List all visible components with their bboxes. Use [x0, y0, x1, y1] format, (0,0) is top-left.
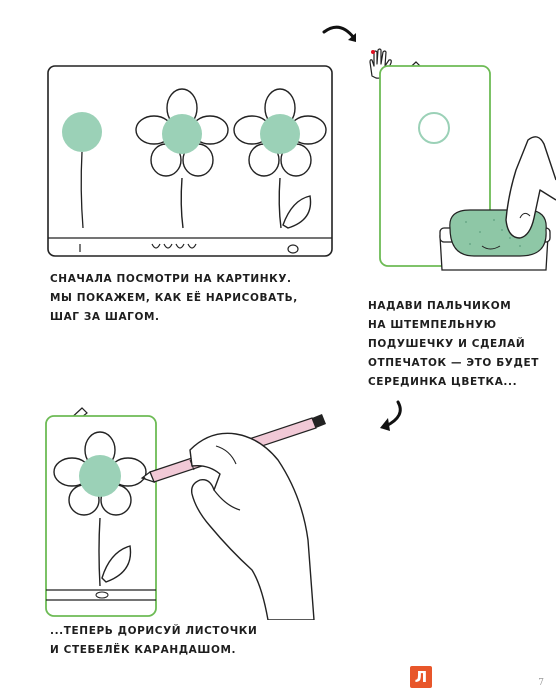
caption-step-1: Сначала посмотри на картинку. Мы покажем… — [50, 270, 298, 327]
drawing-illustration — [45, 414, 326, 620]
caption-step-2-line-4: отпечаток — это будет — [368, 357, 539, 369]
caption-step-2: Надави пальчиком на штемпельную подушечк… — [368, 297, 539, 392]
flower-step-2 — [135, 88, 229, 229]
curved-arrow-icon — [322, 25, 356, 42]
curved-arrow-icon-2 — [380, 400, 402, 431]
tablet-illustration-1 — [47, 65, 333, 257]
flower-step-3 — [233, 88, 327, 229]
flower-step-final — [53, 431, 147, 587]
caption-step-2-line-5: серединка цветка... — [368, 376, 518, 388]
caption-step-1-line-2: Мы покажем, как её нарисовать, — [50, 292, 298, 304]
publisher-logo-icon: Л — [410, 666, 432, 688]
caption-step-3: ...теперь дорисуй листочки и стебелёк ка… — [50, 622, 257, 660]
flower-step-1 — [62, 112, 102, 229]
caption-step-2-line-2: на штемпельную — [368, 319, 497, 331]
caption-step-2-line-3: подушечку и сделай — [368, 338, 526, 350]
stamp-illustration — [379, 65, 556, 271]
caption-step-1-line-3: шаг за шагом. — [50, 311, 160, 323]
page-number: 7 — [538, 678, 544, 688]
caption-step-1-line-1: Сначала посмотри на картинку. — [50, 273, 292, 285]
caption-step-3-line-2: и стебелёк карандашом. — [50, 644, 237, 656]
caption-step-2-line-1: Надави пальчиком — [368, 300, 512, 312]
caption-step-3-line-1: ...теперь дорисуй листочки — [50, 625, 258, 637]
